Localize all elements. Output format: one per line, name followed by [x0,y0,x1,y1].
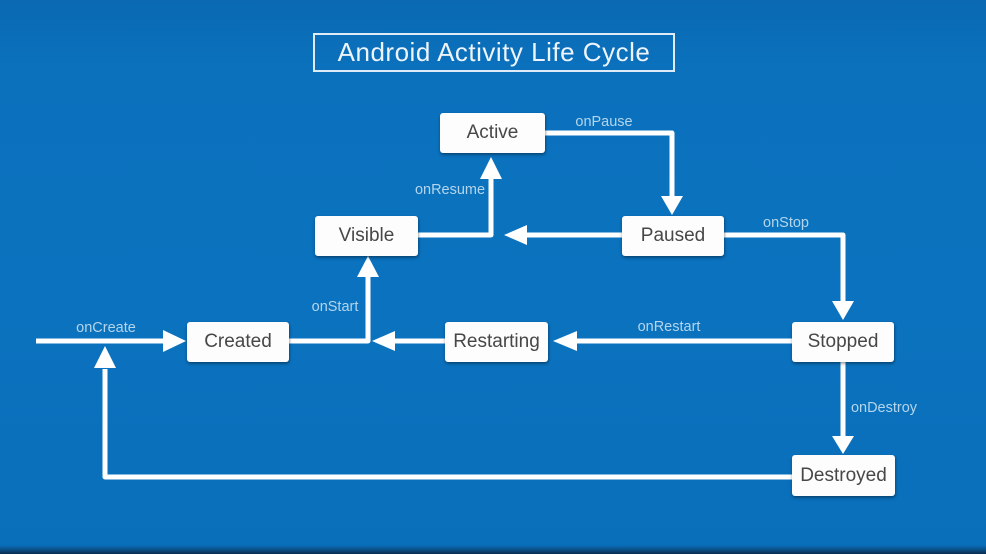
edge-onstart-line [289,276,371,344]
edge-onpause-arrowhead [661,196,683,215]
node-active: Active [440,113,545,153]
edge-onpause-line [545,130,675,197]
edge-label-onresume: onResume [414,182,486,198]
edge-restarting-to-created-arrowhead [372,331,395,351]
node-stopped: Stopped [792,322,894,362]
node-visible: Visible [315,216,418,256]
node-restarting: Restarting [445,322,548,362]
edge-onstart-arrowhead [357,256,379,277]
edge-destroyed-loop-line [102,369,792,480]
edge-ondestroy-arrowhead [832,436,854,454]
edge-label-onrestart: onRestart [637,319,701,335]
edge-onresume-arrowhead [480,157,502,179]
edge-label-onstop: onStop [763,215,809,231]
bottom-letterbox-bar [0,545,986,554]
edge-label-ondestroy: onDestroy [850,400,918,416]
edge-onrestart-arrowhead [553,331,577,351]
edge-paused-to-visible-arrowhead [504,225,527,245]
diagram-title-box: Android Activity Life Cycle [313,33,675,72]
edge-label-onpause: onPause [575,114,633,130]
edge-oncreate-arrowhead [163,330,186,352]
node-destroyed: Destroyed [792,455,895,496]
edge-destroyed-loop-arrowhead [94,346,116,368]
edge-onresume-line [417,178,494,238]
node-paused: Paused [622,216,724,256]
edge-label-oncreate: onCreate [76,320,136,336]
edge-onstop-line [724,232,846,302]
diagram-title: Android Activity Life Cycle [337,37,651,67]
node-created: Created [187,322,289,362]
edge-onstop-arrowhead [832,301,854,320]
edge-label-onstart: onStart [311,299,359,315]
